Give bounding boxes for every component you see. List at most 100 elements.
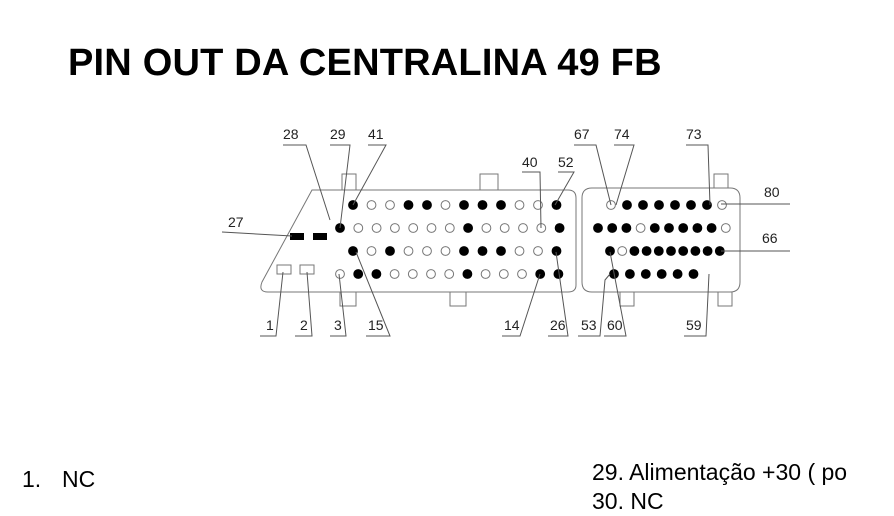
pin-empty xyxy=(514,246,525,256)
pin-empty xyxy=(408,223,419,233)
leader-29 xyxy=(330,144,351,229)
pin-empty xyxy=(499,223,510,233)
leader-1 xyxy=(260,271,284,337)
right-tab-bottom-2 xyxy=(717,291,733,307)
leader-26 xyxy=(548,251,569,337)
pin-filled xyxy=(477,246,488,256)
pin-filled xyxy=(403,200,414,210)
pin-label-74: 74 xyxy=(614,126,630,142)
pin-filled xyxy=(649,223,660,233)
pin-label-73: 73 xyxy=(686,126,702,142)
left-key-1 xyxy=(276,264,292,275)
pin-label-66: 66 xyxy=(762,230,778,246)
pin-filled xyxy=(686,200,696,210)
pin-empty xyxy=(390,223,400,233)
pin-empty xyxy=(426,269,436,279)
pin-filled xyxy=(496,200,506,210)
left-tab-top-2 xyxy=(479,173,499,191)
pin-empty xyxy=(366,246,377,256)
left-tab-bottom-2 xyxy=(449,291,467,307)
leader-74 xyxy=(614,144,635,206)
pin-filled xyxy=(477,200,488,210)
pin-empty xyxy=(335,269,345,279)
pin-label-67: 67 xyxy=(574,126,590,142)
pin-empty xyxy=(518,223,528,233)
pin-label-60: 60 xyxy=(607,317,623,333)
pin-empty xyxy=(480,269,491,279)
leader-40 xyxy=(522,171,542,229)
pin-filled xyxy=(459,246,469,256)
pin-filled xyxy=(672,269,683,279)
pin-filled xyxy=(593,223,603,233)
pin-filled xyxy=(678,246,689,256)
pin-filled xyxy=(621,223,632,233)
pin-filled xyxy=(706,223,717,233)
pin-filled xyxy=(459,200,469,210)
pin-label-3: 3 xyxy=(334,317,342,333)
pin-empty xyxy=(407,269,418,279)
left-tab-top-1 xyxy=(341,173,357,191)
pin-empty xyxy=(389,269,400,279)
pin-empty xyxy=(403,246,414,256)
pin-filled xyxy=(607,223,618,233)
left-connector-outline xyxy=(260,189,577,293)
pin-label-2: 2 xyxy=(300,317,308,333)
pin-label-40: 40 xyxy=(522,154,538,170)
leader-53 xyxy=(578,273,611,337)
page-title: PIN OUT DA CENTRALINA 49 FB xyxy=(68,42,662,84)
pin-filled xyxy=(371,269,382,279)
pin-empty xyxy=(717,200,727,210)
leader-73 xyxy=(686,144,711,206)
connector-diagram: 28 29 41 40 52 67 74 73 80 66 27 1 2 3 1… xyxy=(221,126,790,337)
pin-filled xyxy=(678,223,689,233)
pin-filled xyxy=(554,223,565,233)
pin-list-left: 1.NC xyxy=(22,466,95,493)
pin-filled xyxy=(348,246,358,256)
pin-filled xyxy=(535,269,546,279)
pin-label-80: 80 xyxy=(764,184,780,200)
pin-empty xyxy=(517,269,527,279)
pin-filled xyxy=(656,269,667,279)
pin-grid xyxy=(335,200,731,279)
pin-filled xyxy=(638,200,648,210)
pin-filled xyxy=(353,269,364,279)
pin-filled xyxy=(670,200,680,210)
pin-empty xyxy=(720,223,731,233)
leader-27 xyxy=(221,231,293,237)
pin-filled xyxy=(629,246,640,256)
pin-filled xyxy=(551,200,562,210)
black-key-1 xyxy=(290,233,304,240)
pin-empty xyxy=(481,223,492,233)
pin-label-59: 59 xyxy=(686,317,702,333)
leader-52 xyxy=(554,171,575,206)
pin-list-number: 1. xyxy=(22,466,42,492)
pin-empty xyxy=(385,200,395,210)
pin-empty xyxy=(426,223,437,233)
pin-empty xyxy=(444,269,455,279)
pin-label-27: 27 xyxy=(228,214,244,230)
pin-filled xyxy=(463,223,474,233)
pin-empty xyxy=(635,223,646,233)
pin-empty xyxy=(371,223,382,233)
pin-empty xyxy=(440,246,451,256)
leader-67 xyxy=(574,144,612,206)
right-tab-bottom-1 xyxy=(619,291,635,307)
pin-label-1: 1 xyxy=(266,317,274,333)
black-key-2 xyxy=(313,233,327,240)
leader-15 xyxy=(355,251,391,337)
leader-28 xyxy=(283,144,331,221)
pin-filled xyxy=(625,269,635,279)
pin-filled xyxy=(654,200,664,210)
pin-label-41: 41 xyxy=(368,126,384,142)
pin-empty xyxy=(498,269,509,279)
pin-filled xyxy=(622,200,632,210)
pin-label-26: 26 xyxy=(550,317,566,333)
pin-label-14: 14 xyxy=(504,317,520,333)
pin-list-right: 29. Alimentação +30 ( po 30. NC xyxy=(592,458,847,516)
pin-empty xyxy=(353,223,364,233)
pin-filled xyxy=(605,246,615,256)
leader-14 xyxy=(502,273,541,337)
pin-filled xyxy=(692,223,703,233)
pin-filled xyxy=(653,246,664,256)
pin-list-item: 30. NC xyxy=(592,488,664,514)
